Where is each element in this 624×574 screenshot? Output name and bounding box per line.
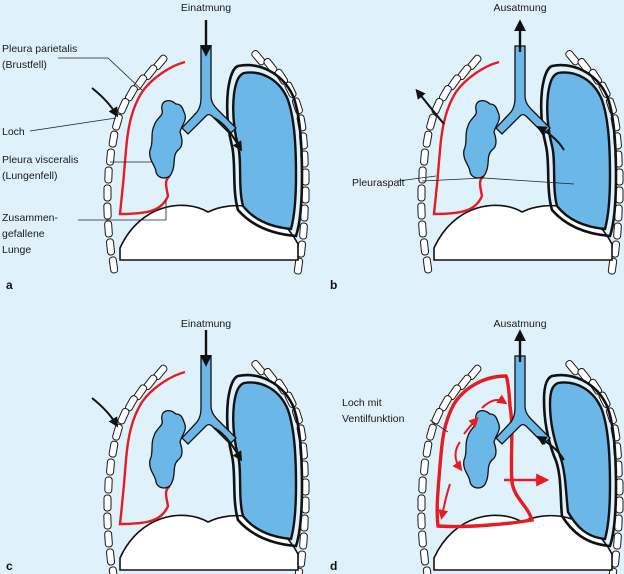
label-loch-mit: Loch mit <box>342 397 382 409</box>
label-gefallene: gefallene <box>2 228 45 240</box>
panel-letter-a: a <box>6 278 13 292</box>
panel-letter-c: c <box>6 559 13 573</box>
label-pleura-parietalis: Pleura parietalis <box>2 43 77 55</box>
panel-b-title: Ausatmung <box>493 2 546 14</box>
label-brustfell: (Brustfell) <box>2 59 47 71</box>
label-loch: Loch <box>2 126 25 138</box>
label-lungenfell: (Lungenfell) <box>2 170 57 182</box>
panel-a: Einatmung Pleura parietalis (Brustfell) … <box>2 2 310 292</box>
panel-c: Einatmung c <box>6 318 310 574</box>
label-zusammen: Zusammen- <box>2 212 59 224</box>
air-entry-arrow <box>91 87 119 118</box>
panel-b: Ausatmung Pleuraspalt b <box>330 2 624 292</box>
panel-letter-b: b <box>330 278 337 292</box>
panel-a-title: Einatmung <box>181 2 231 14</box>
pleura-parietalis-line <box>118 60 186 216</box>
panel-c-title: Einatmung <box>181 318 231 330</box>
label-ventilfunktion: Ventilfunktion <box>342 413 405 425</box>
panel-d: Ausatmung Loch mit Ventilfunktion d <box>330 318 624 574</box>
air-exit-arrow <box>415 88 445 125</box>
label-lunge: Lunge <box>2 244 31 256</box>
panel-d-title: Ausatmung <box>493 318 546 330</box>
panel-letter-d: d <box>330 559 337 573</box>
label-pleuraspalt: Pleuraspalt <box>352 177 405 189</box>
label-pleura-visceralis: Pleura visceralis <box>2 154 78 166</box>
